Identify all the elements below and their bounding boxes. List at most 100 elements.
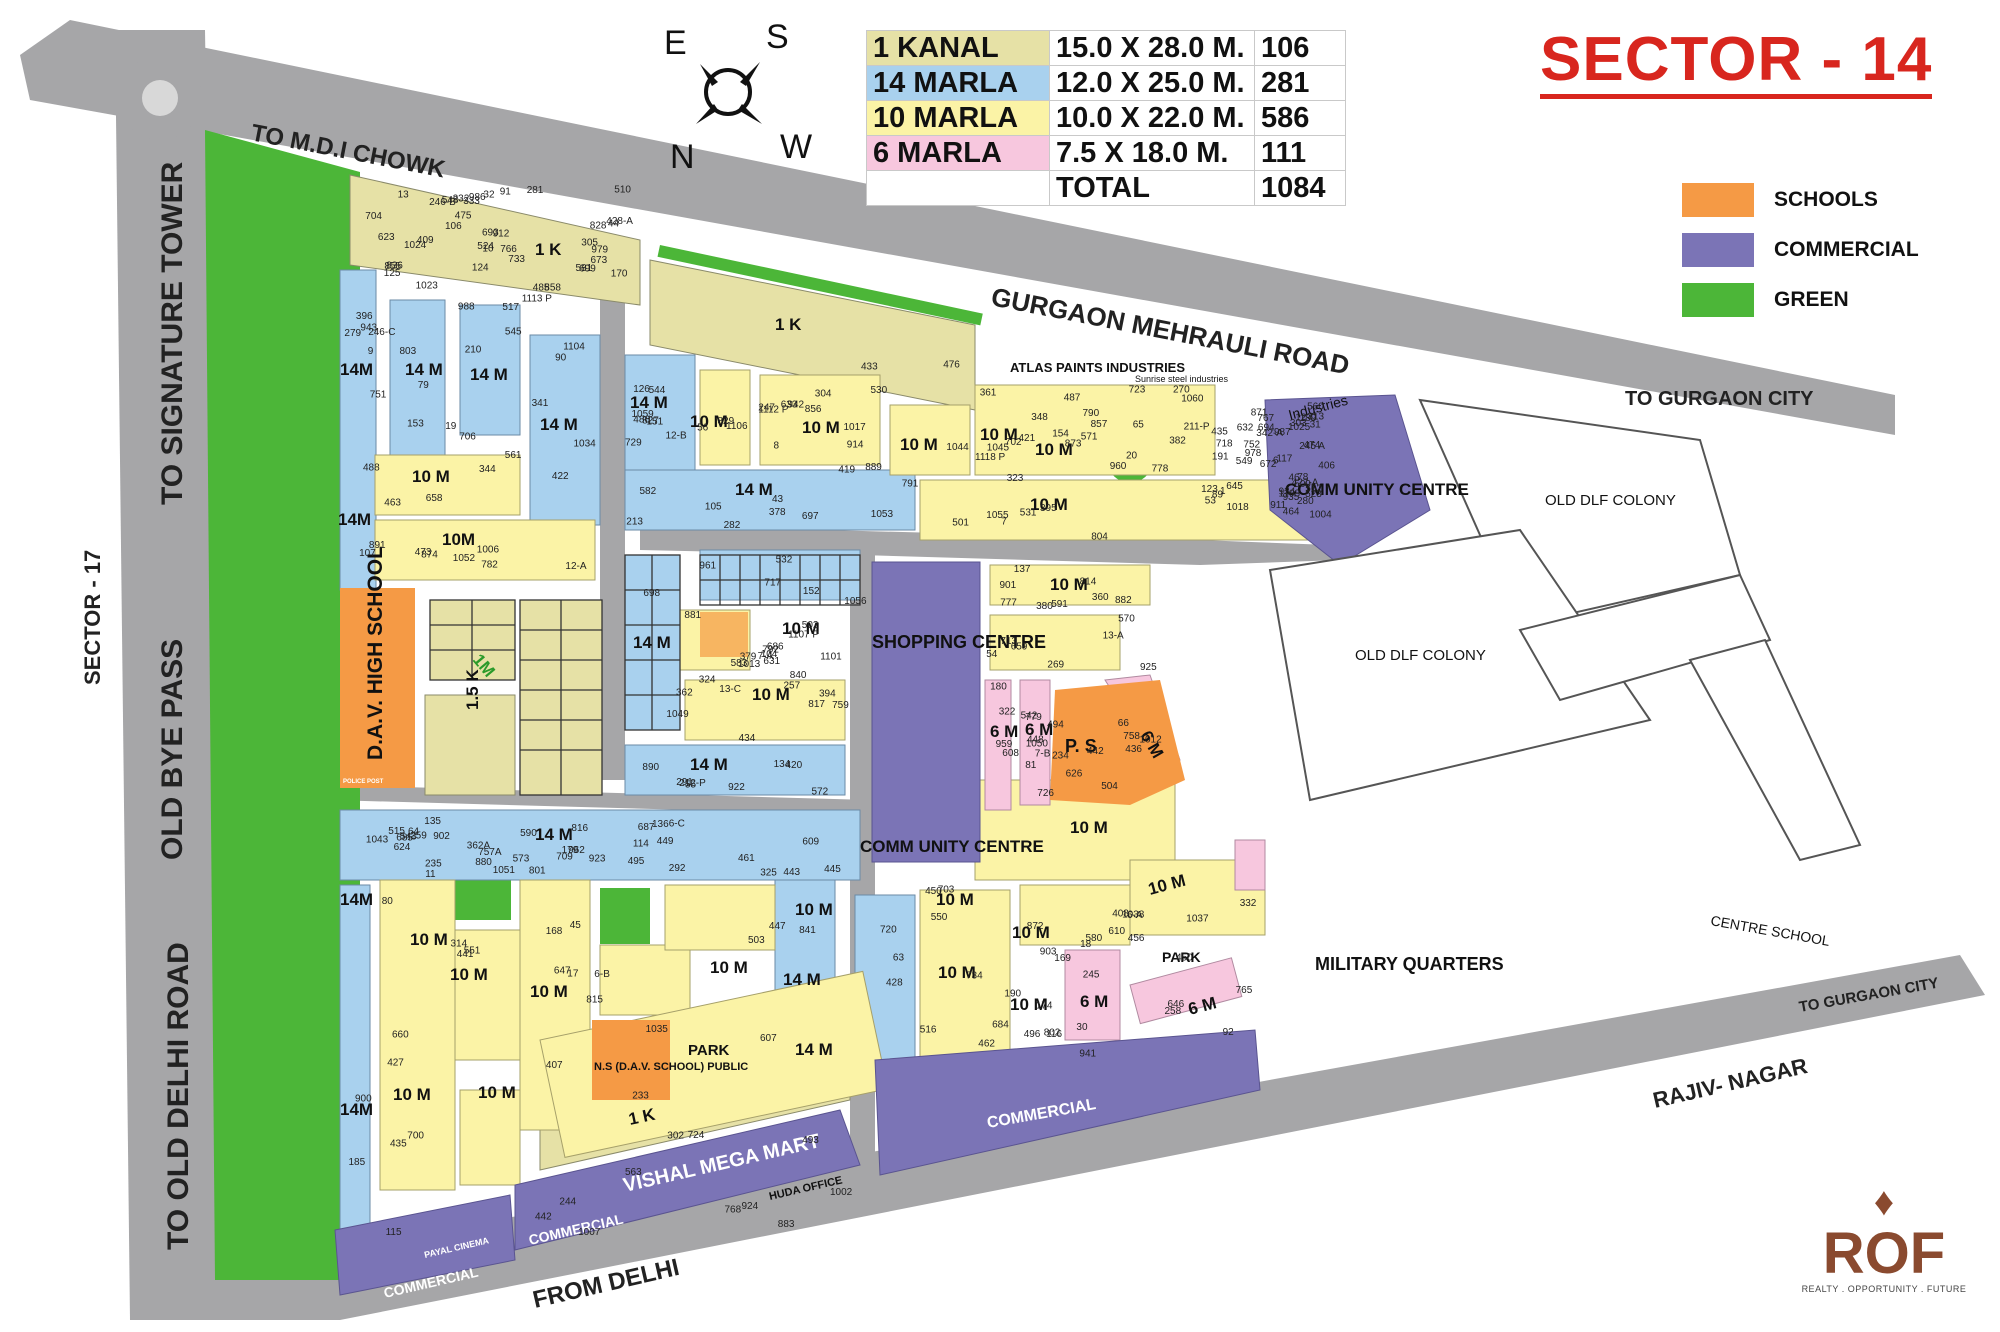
plot-number: 1025 [1288,422,1311,433]
block-label: 6 M [1080,992,1108,1011]
plot-number: 211-P [1184,422,1210,433]
plot-number: 802 [1044,1027,1061,1038]
plot-number: 54 [986,649,998,660]
block-label: 10 M [900,435,938,454]
block-label: 14 M [535,825,573,844]
grid-hatch [429,554,861,796]
marla14-blocks [339,269,916,1246]
plot-number: 31 [1310,419,1322,430]
plot-number: 531 [1020,507,1037,518]
plot-number: 81 [1025,760,1037,771]
block-label: 10 M [710,958,748,977]
plot-number: 685 [396,832,413,843]
plot-number: 1101 [820,652,842,663]
plot-number: 12-A [565,561,586,572]
plot-number: 11 [425,869,436,880]
plot-number: 1037 [1186,914,1209,925]
block-label: 1.5 K [463,669,482,710]
plot-number: 1035 [646,1024,669,1035]
block-label: 10 M [795,900,833,919]
plot-table-count: 586 [1254,100,1346,136]
plot-number: 1055 [986,510,1009,521]
plot-number: 106 [445,221,462,232]
plot-table-dims: TOTAL [1049,170,1255,206]
plot-number: 923 [589,853,606,864]
label-dav-school: D.A.V. HIGH SCHOOL [364,546,387,760]
plot-number: 900 [355,1094,372,1105]
plot-number: 840 [790,670,807,681]
legend-label: COMMERCIAL [1774,238,1919,261]
plot-number: 419 [838,464,855,475]
plot-number: 782 [481,560,498,571]
plot-number: 456 [1128,933,1145,944]
block-label: 10 M [478,1083,516,1102]
plot-number: 524 [477,241,494,252]
block-label: 1 K [775,315,802,334]
plot-number: 124 [472,262,489,273]
plot-number: 961 [699,561,716,572]
legend-label: GREEN [1774,288,1849,311]
road-old-delhi: TO OLD DELHI ROAD [162,942,195,1250]
plot-number: 758 [1123,731,1140,742]
plot-number: 572 [812,786,829,797]
plot-number: 6-A [1127,910,1143,921]
plot-number: 7 [1001,517,1007,528]
plot-table-dims: 12.0 X 25.0 M. [1049,65,1255,101]
plot-number: 925 [1140,662,1157,673]
plot-number: 45 [570,920,582,931]
plot-number: 836 [386,261,403,272]
plot-number: 827 [642,416,659,427]
plot-number: 504 [1101,781,1118,792]
label-old-dlf-2: OLD DLF COLONY [1355,647,1486,664]
plot-number: 962 [568,845,585,856]
block-label: 10 M [1012,923,1050,942]
plot-number: 841 [799,925,816,936]
plot-number: 189 [1300,413,1317,424]
plot-number: 323 [1007,473,1024,484]
plot-number: 107 [359,548,376,559]
plot-table-name: 14 MARLA [866,65,1050,101]
plot-number: 1004 [1309,509,1332,520]
plot-number: 633 [781,400,798,411]
plot-number: 734 [966,971,983,982]
plot-number: 134 [774,759,791,770]
plot-number: 704 [365,211,382,222]
plot-number: 360 [1092,592,1109,603]
compass-icon [696,62,762,124]
plot-number: 314 [451,939,468,950]
plot-number: 233 [632,1090,649,1101]
plot-number: 646 [1168,999,1185,1010]
plot-number: 91 [500,187,512,198]
plot-number: 394 [819,688,836,699]
plot-number: 445 [824,864,841,875]
plot-number: 1113 P [522,294,553,305]
plot-number: 544 [649,385,666,396]
plot-number: 543 [400,831,417,842]
plot-number: 570 [1118,613,1135,624]
block-label: 10 M [690,412,728,431]
plot-number: 302 [667,1131,684,1142]
block-label: 14 M [735,480,773,499]
plot-number: 1017 [844,422,867,433]
plot-number: 462 [978,1038,995,1049]
plot-table-name: 10 MARLA [866,100,1050,136]
plot-number: 545 [505,326,522,337]
block-label: 10 M [1010,995,1048,1014]
plot-number: 523 [1305,489,1322,500]
plot-number: 1049 [666,709,689,720]
plot-number: 632 [1237,423,1254,434]
plot-number: 684 [992,1020,1009,1031]
plot-number: 56 [697,422,709,433]
plot-number: 442 [535,1212,552,1223]
plot-number: 959 [996,739,1013,750]
plot-number: 706 [459,432,476,443]
block-label: 14 M [783,970,821,989]
plot-number: 153 [407,419,424,430]
plot-number: 123 [1201,484,1218,495]
plot-number: 608 [1002,748,1019,759]
legend-label: SCHOOLS [1774,188,1878,211]
plot-number: 441 [457,949,474,960]
plot-number: 934 [1279,486,1296,497]
label-ps: P. S [1065,736,1097,756]
